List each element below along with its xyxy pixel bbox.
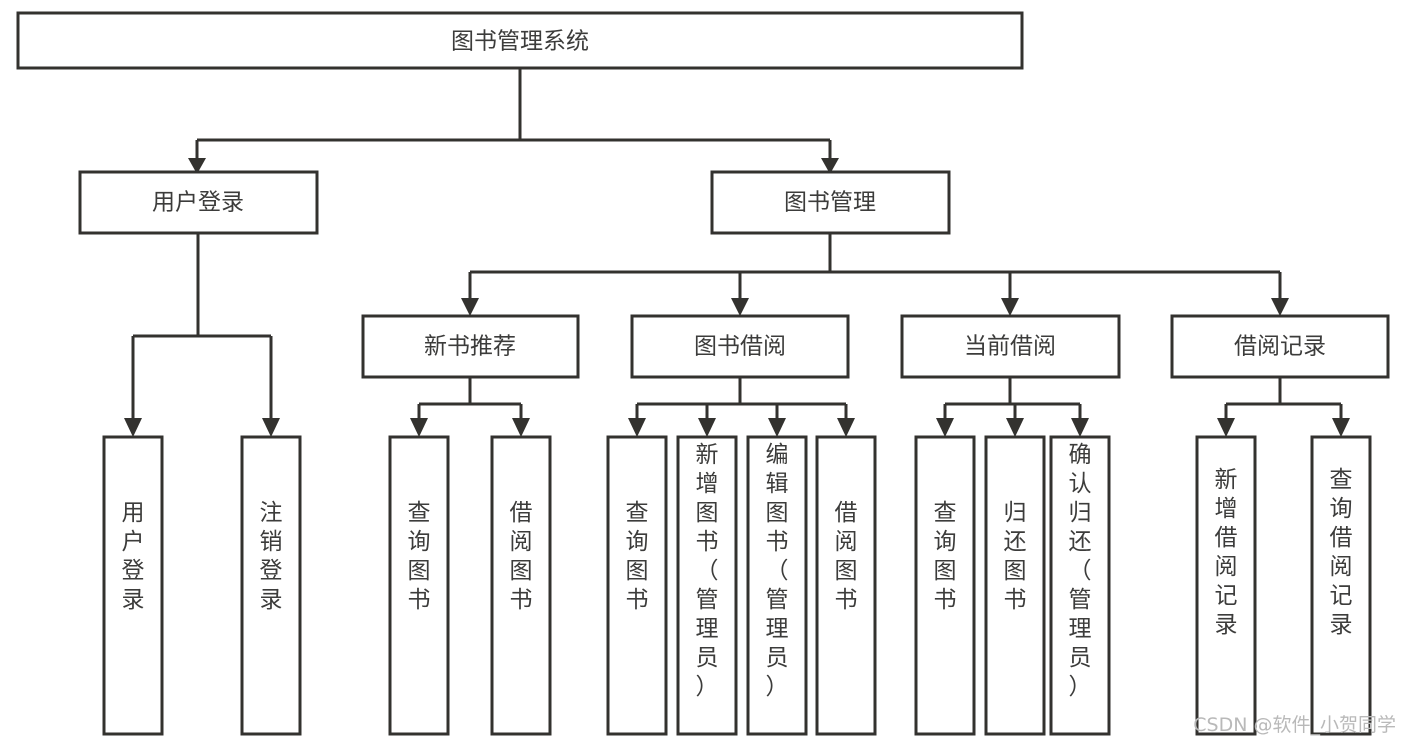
node-user-login-label: 用户登录 xyxy=(152,190,244,216)
arrow-head-bb-leaf-2 xyxy=(698,418,716,437)
node-borrow-record-label: 借阅记录 xyxy=(1234,334,1326,360)
leaf-node-current-borrow-confirm[interactable]: 确认归还（管理员） xyxy=(1049,435,1111,736)
node-book-borrow[interactable]: 图书借阅 xyxy=(630,314,850,379)
csdn-watermark: CSDN @软件_小贺同学 xyxy=(1193,714,1396,736)
arrow-head-br-leaf-1 xyxy=(1217,418,1235,437)
leaf-node-current-borrow-confirm-label: 确认归还（管理员） xyxy=(1069,442,1092,700)
node-book-management[interactable]: 图书管理 xyxy=(710,170,951,235)
leaf-node-book-borrow-edit-label: 编辑图书（管理员） xyxy=(766,442,789,700)
node-new-book-recommend-box[interactable] xyxy=(361,314,580,379)
arrow-head-bb-leaf-3 xyxy=(768,418,786,437)
arrow-head-nb-leaf-1 xyxy=(410,418,428,437)
node-book-borrow-box[interactable] xyxy=(630,314,850,379)
node-root-system-label: 图书管理系统 xyxy=(451,29,589,55)
arrow-head-cb-leaf-2 xyxy=(1006,418,1024,437)
connector-layer xyxy=(124,68,1350,437)
arrow-head-nb-leaf-2 xyxy=(512,418,530,437)
node-current-borrow-label: 当前借阅 xyxy=(964,334,1056,360)
leaf-node-current-borrow-query-box[interactable] xyxy=(914,435,976,736)
node-new-book-recommend[interactable]: 新书推荐 xyxy=(361,314,580,379)
leaf-node-book-borrow-borrow[interactable]: 借阅图书 xyxy=(815,435,877,736)
leaf-node-borrow-record-query-label: 查询借阅记录 xyxy=(1330,467,1353,638)
leaf-node-book-borrow-add-box[interactable] xyxy=(676,435,738,736)
leaf-node-user-login-login[interactable]: 用户登录 xyxy=(102,435,164,736)
leaf-node-borrow-record-query-box[interactable] xyxy=(1310,435,1372,736)
leaf-node-borrow-record-add[interactable]: 新增借阅记录 xyxy=(1195,435,1257,736)
leaf-node-book-borrow-edit[interactable]: 编辑图书（管理员） xyxy=(746,435,808,736)
node-book-management-box[interactable] xyxy=(710,170,951,235)
leaf-node-current-borrow-confirm-box[interactable] xyxy=(1049,435,1111,736)
leaf-node-borrow-record-add-box[interactable] xyxy=(1195,435,1257,736)
node-new-book-recommend-label: 新书推荐 xyxy=(424,334,516,360)
node-book-borrow-label: 图书借阅 xyxy=(694,334,786,360)
leaf-node-new-book-borrow-label: 借阅图书 xyxy=(510,500,533,613)
arrow-head-borrow-record xyxy=(1271,298,1289,316)
leaf-node-book-borrow-add[interactable]: 新增图书（管理员） xyxy=(676,435,738,736)
leaf-node-current-borrow-query-label: 查询图书 xyxy=(934,500,957,613)
leaf-node-new-book-query-label: 查询图书 xyxy=(408,500,431,613)
arrow-head-book-borrow xyxy=(731,298,749,316)
leaf-node-new-book-query-box[interactable] xyxy=(388,435,450,736)
leaf-node-new-book-borrow[interactable]: 借阅图书 xyxy=(490,435,552,736)
leaf-node-current-borrow-return-box[interactable] xyxy=(984,435,1046,736)
arrow-head-current-borrow xyxy=(1001,298,1019,316)
arrow-head-leaf-user-login xyxy=(124,418,142,437)
arrow-head-cb-leaf-1 xyxy=(936,418,954,437)
leaf-node-current-borrow-return[interactable]: 归还图书 xyxy=(984,435,1046,736)
leaf-node-book-borrow-edit-box[interactable] xyxy=(746,435,808,736)
node-root-system[interactable]: 图书管理系统 xyxy=(16,11,1024,70)
node-borrow-record-box[interactable] xyxy=(1170,314,1390,379)
arrow-head-cb-leaf-3 xyxy=(1071,418,1089,437)
arrow-head-user-login xyxy=(188,158,206,174)
leaf-node-book-borrow-borrow-box[interactable] xyxy=(815,435,877,736)
leaf-node-new-book-borrow-box[interactable] xyxy=(490,435,552,736)
leaf-node-user-login-login-box[interactable] xyxy=(102,435,164,736)
leaf-node-user-login-logout[interactable]: 注销登录 xyxy=(240,435,302,736)
arrow-head-bb-leaf-4 xyxy=(837,418,855,437)
node-current-borrow[interactable]: 当前借阅 xyxy=(900,314,1121,379)
leaf-node-user-login-logout-box[interactable] xyxy=(240,435,302,736)
node-borrow-record[interactable]: 借阅记录 xyxy=(1170,314,1390,379)
leaf-node-book-borrow-query-label: 查询图书 xyxy=(626,500,649,613)
node-user-login[interactable]: 用户登录 xyxy=(78,170,319,235)
leaf-node-new-book-query[interactable]: 查询图书 xyxy=(388,435,450,736)
node-current-borrow-box[interactable] xyxy=(900,314,1121,379)
leaf-node-book-borrow-query[interactable]: 查询图书 xyxy=(606,435,668,736)
leaf-node-user-login-logout-label: 注销登录 xyxy=(260,500,283,613)
leaf-node-borrow-record-query[interactable]: 查询借阅记录 xyxy=(1310,435,1372,736)
node-root-system-box[interactable] xyxy=(16,11,1024,70)
leaf-node-book-borrow-query-box[interactable] xyxy=(606,435,668,736)
node-book-management-label: 图书管理 xyxy=(784,190,876,216)
node-user-login-box[interactable] xyxy=(78,170,319,235)
arrow-head-bb-leaf-1 xyxy=(628,418,646,437)
arrow-head-new-book xyxy=(461,298,479,316)
leaf-node-current-borrow-return-label: 归还图书 xyxy=(1004,500,1027,613)
leaf-node-book-borrow-borrow-label: 借阅图书 xyxy=(835,500,858,613)
leaf-node-borrow-record-add-label: 新增借阅记录 xyxy=(1215,467,1238,638)
leaf-node-user-login-login-label: 用户登录 xyxy=(122,500,145,613)
leaf-node-book-borrow-add-label: 新增图书（管理员） xyxy=(696,442,719,700)
arrow-head-book-mgmt xyxy=(821,158,839,174)
arrow-head-br-leaf-2 xyxy=(1332,418,1350,437)
leaf-node-current-borrow-query[interactable]: 查询图书 xyxy=(914,435,976,736)
arrow-head-leaf-logout xyxy=(262,418,280,437)
